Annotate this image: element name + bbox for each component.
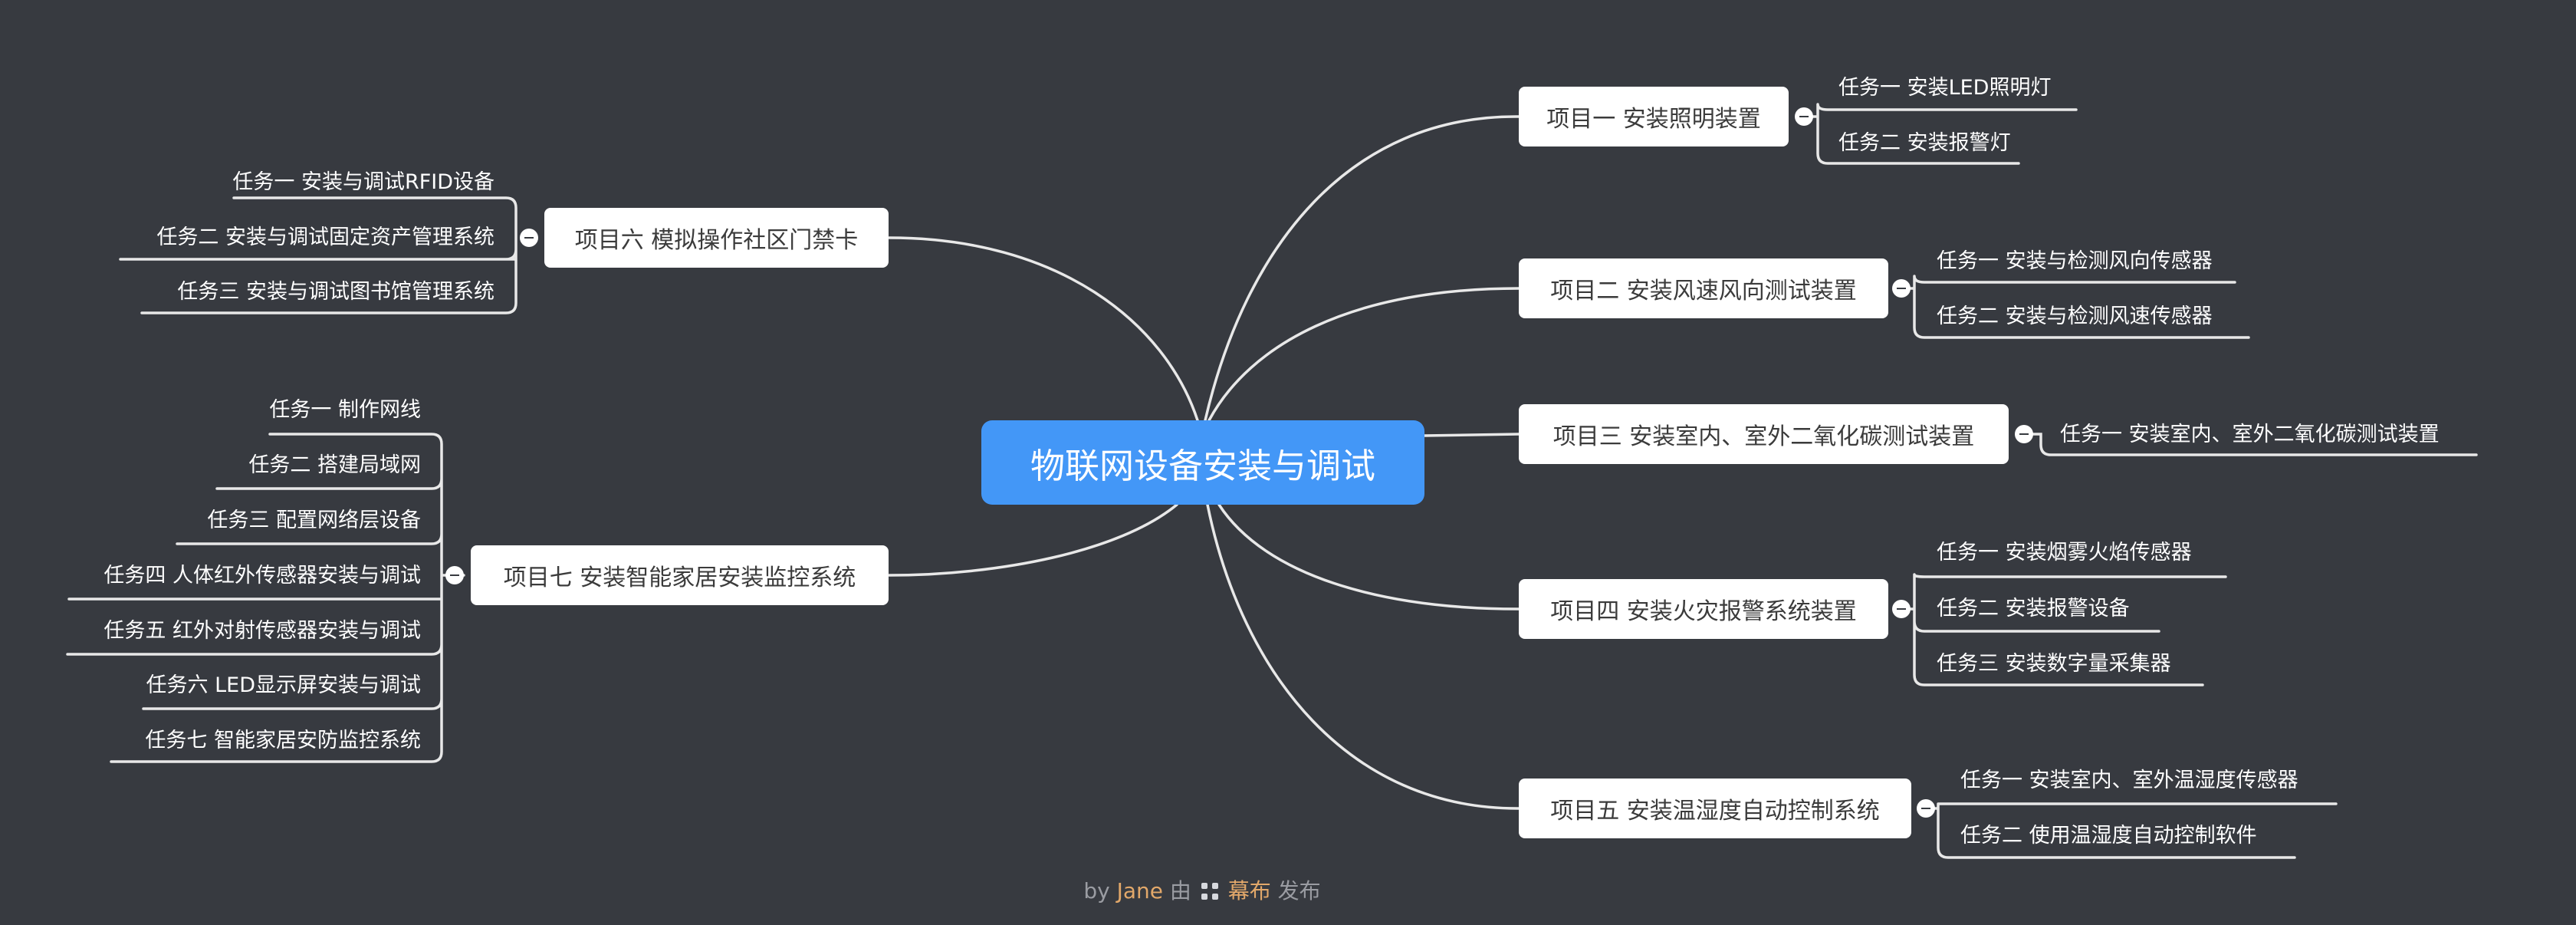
branch-project-3[interactable]: 项目三 安装室内、室外二氧化碳测试装置 bbox=[1519, 404, 2009, 464]
central-topic[interactable]: 物联网设备安装与调试 bbox=[981, 420, 1424, 505]
footer-via: 由 bbox=[1169, 878, 1191, 904]
footer-brand-link[interactable]: 幕布 bbox=[1227, 878, 1271, 904]
task-7-2: 任务二 搭建局域网 bbox=[248, 453, 421, 477]
task-7-4: 任务四 人体红外传感器安装与调试 bbox=[104, 564, 421, 588]
branch-project-6[interactable]: 项目六 模拟操作社区门禁卡 bbox=[544, 208, 889, 268]
task-7-5: 任务五 红外对射传感器安装与调试 bbox=[104, 619, 421, 643]
task-1-2: 任务二 安装报警灯 bbox=[1838, 131, 2011, 155]
link-branch-1 bbox=[1204, 115, 1520, 422]
branch-project-1[interactable]: 项目一 安装照明装置 bbox=[1519, 87, 1789, 146]
task-7-7: 任务七 智能家居安防监控系统 bbox=[145, 729, 421, 752]
footer-author-link[interactable]: Jane bbox=[1116, 878, 1163, 904]
branch-project-2[interactable]: 项目二 安装风速风向测试装置 bbox=[1519, 258, 1888, 318]
publish-footer: by Jane 由 幕布 发布 bbox=[0, 874, 2404, 905]
task-6-2: 任务二 安装与调试固定资产管理系统 bbox=[156, 225, 495, 249]
collapse-toggle-6[interactable] bbox=[520, 229, 538, 247]
task-4-3: 任务三 安装数字量采集器 bbox=[1937, 652, 2171, 676]
task-5-1: 任务一 安装室内、室外温湿度传感器 bbox=[1960, 769, 2298, 792]
branch-project-5[interactable]: 项目五 安装温湿度自动控制系统 bbox=[1519, 779, 1911, 838]
collapse-toggle-7[interactable] bbox=[445, 566, 464, 584]
task-6-1: 任务一 安装与调试RFID设备 bbox=[232, 170, 495, 194]
task-2-1: 任务一 安装与检测风向传感器 bbox=[1937, 249, 2213, 273]
collapse-toggle-4[interactable] bbox=[1892, 600, 1911, 618]
task-7-1: 任务一 制作网线 bbox=[269, 398, 421, 422]
task-5-2: 任务二 使用温湿度自动控制软件 bbox=[1960, 824, 2257, 848]
footer-publish: 发布 bbox=[1277, 878, 1321, 904]
bracket-branch-3 bbox=[2028, 433, 2478, 456]
task-4-2: 任务二 安装报警设备 bbox=[1937, 597, 2130, 621]
footer-by: by bbox=[1083, 878, 1110, 904]
link-branch-2 bbox=[1208, 287, 1520, 422]
mubu-logo-icon bbox=[1201, 883, 1218, 900]
link-branch-3 bbox=[1423, 433, 1520, 437]
collapse-toggle-5[interactable] bbox=[1917, 799, 1935, 818]
task-7-3: 任务三 配置网络层设备 bbox=[207, 509, 421, 532]
collapse-toggle-2[interactable] bbox=[1892, 279, 1911, 298]
link-branch-6 bbox=[888, 236, 1199, 422]
task-3-1: 任务一 安装室内、室外二氧化碳测试装置 bbox=[2060, 423, 2440, 446]
task-6-3: 任务三 安装与调试图书馆管理系统 bbox=[177, 280, 495, 304]
link-branch-4 bbox=[1217, 503, 1520, 611]
link-branch-5 bbox=[1206, 503, 1520, 810]
bracket-branch-7 bbox=[66, 433, 465, 763]
task-2-2: 任务二 安装与检测风速传感器 bbox=[1937, 304, 2213, 328]
branch-project-7[interactable]: 项目七 安装智能家居安装监控系统 bbox=[471, 545, 889, 605]
link-branch-7 bbox=[888, 503, 1178, 577]
collapse-toggle-1[interactable] bbox=[1795, 107, 1813, 126]
branch-project-4[interactable]: 项目四 安装火灾报警系统装置 bbox=[1519, 579, 1888, 639]
task-4-1: 任务一 安装烟雾火焰传感器 bbox=[1937, 541, 2192, 565]
bracket-branch-6 bbox=[119, 196, 518, 314]
task-7-6: 任务六 LED显示屏安装与调试 bbox=[146, 673, 421, 697]
task-1-1: 任务一 安装LED照明灯 bbox=[1838, 76, 2052, 100]
collapse-toggle-3[interactable] bbox=[2015, 425, 2033, 443]
